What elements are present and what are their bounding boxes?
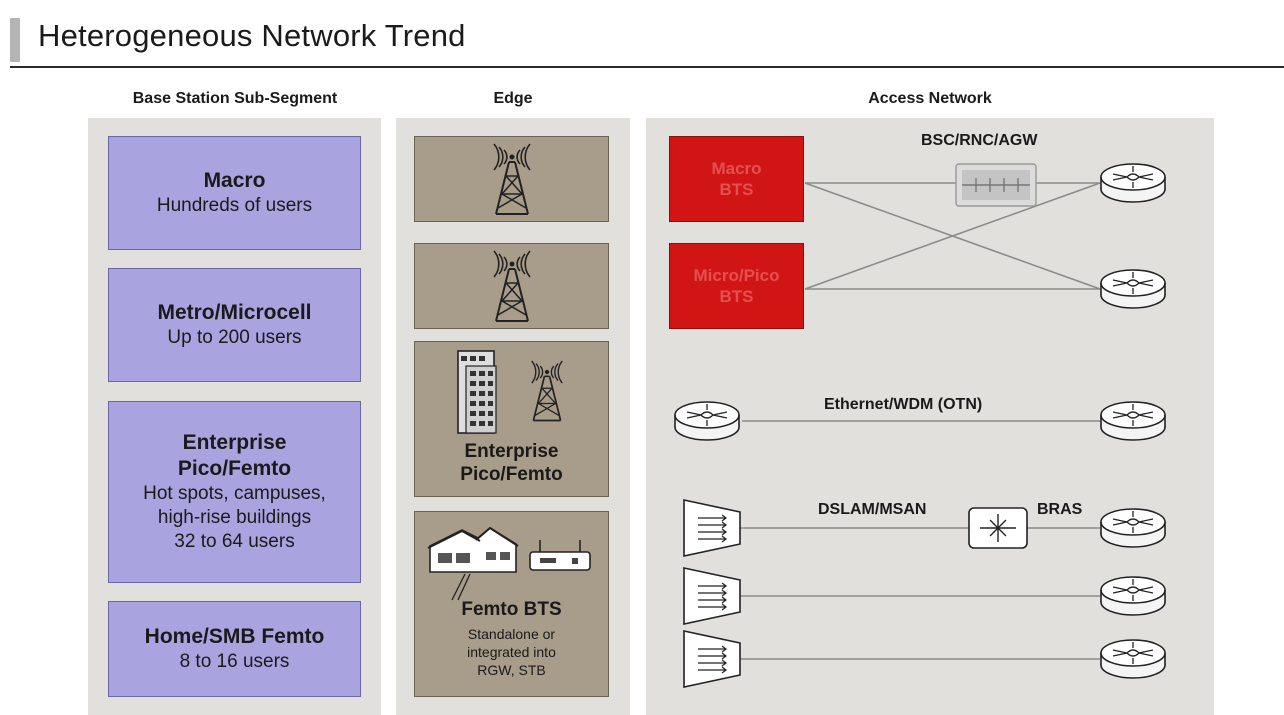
title-accent-bar (10, 18, 20, 62)
bts-label: BTS (719, 287, 754, 306)
dslam-icon (683, 630, 741, 688)
segment-users: 8 to 16 users (179, 651, 290, 672)
segment-title-line: Enterprise (182, 431, 287, 454)
segment-title: Home/SMB Femto (144, 625, 325, 648)
edge-enterprise-label: Pico/Femto (460, 464, 563, 485)
dslam-icon (683, 499, 741, 557)
router-icon (1100, 639, 1166, 679)
modem-icon (529, 540, 591, 571)
router-icon (1100, 508, 1166, 548)
house-icon (427, 526, 519, 601)
segment-users: Hundreds of users (156, 195, 313, 216)
network-links (740, 182, 1101, 660)
ethernet-wdm-label: Ethernet/WDM (OTN) (824, 396, 983, 413)
edge-femto-title: Femto BTS (461, 599, 562, 620)
segment-description: Hot spots, campuses, (143, 483, 326, 504)
page-title: Heterogeneous Network Trend (38, 18, 466, 53)
segment-title: Metro/Microcell (157, 301, 312, 324)
bras-label: BRAS (1037, 501, 1083, 518)
building-icon (457, 350, 497, 434)
edge-femto-desc: integrated into (467, 644, 556, 660)
switch-icon (968, 507, 1028, 549)
segment-users: 32 to 64 users (174, 531, 295, 552)
cell-tower-icon (493, 143, 531, 215)
segment-users: Up to 200 users (167, 327, 302, 348)
edge-femto-desc: RGW, STB (477, 662, 546, 678)
segment-enterprise-pico-femto: Enterprise Pico/Femto Hot spots, campuse… (108, 401, 361, 583)
segment-metro-microcell: Metro/Microcell Up to 200 users (108, 268, 361, 382)
bsc-switch-icon (955, 163, 1037, 207)
cell-tower-icon (530, 360, 564, 422)
router-icon (1100, 163, 1166, 203)
router-icon (1100, 576, 1166, 616)
edge-micro-tower (414, 243, 609, 329)
dslam-icon (683, 567, 741, 625)
segment-title-line: Pico/Femto (177, 457, 292, 480)
edge-femto-desc: Standalone or (467, 626, 556, 642)
macro-bts-box: Macro BTS (669, 136, 804, 222)
bts-label: Micro/Pico (693, 266, 780, 285)
title-divider (10, 66, 1284, 68)
column-heading-edge: Edge (493, 90, 533, 107)
segment-description: high-rise buildings (157, 507, 312, 528)
micro-bts-box: Micro/Pico BTS (669, 243, 804, 329)
edge-enterprise-label: Enterprise (464, 441, 559, 462)
segment-macro: Macro Hundreds of users (108, 136, 361, 250)
edge-enterprise: Enterprise Pico/Femto (414, 341, 609, 497)
router-icon (674, 401, 740, 441)
router-icon (1100, 269, 1166, 309)
bts-label: Macro (711, 159, 762, 178)
column-heading-access: Access Network (868, 90, 992, 107)
column-heading-base-station: Base Station Sub-Segment (132, 90, 338, 107)
router-icon (1100, 401, 1166, 441)
bts-label: BTS (719, 180, 754, 199)
segment-title: Macro (203, 169, 266, 192)
dslam-msan-label: DSLAM/MSAN (818, 501, 927, 518)
segment-home-smb-femto: Home/SMB Femto 8 to 16 users (108, 601, 361, 697)
bsc-rnc-agw-label: BSC/RNC/AGW (921, 132, 1038, 149)
cell-tower-icon (493, 250, 531, 322)
edge-macro-tower (414, 136, 609, 222)
